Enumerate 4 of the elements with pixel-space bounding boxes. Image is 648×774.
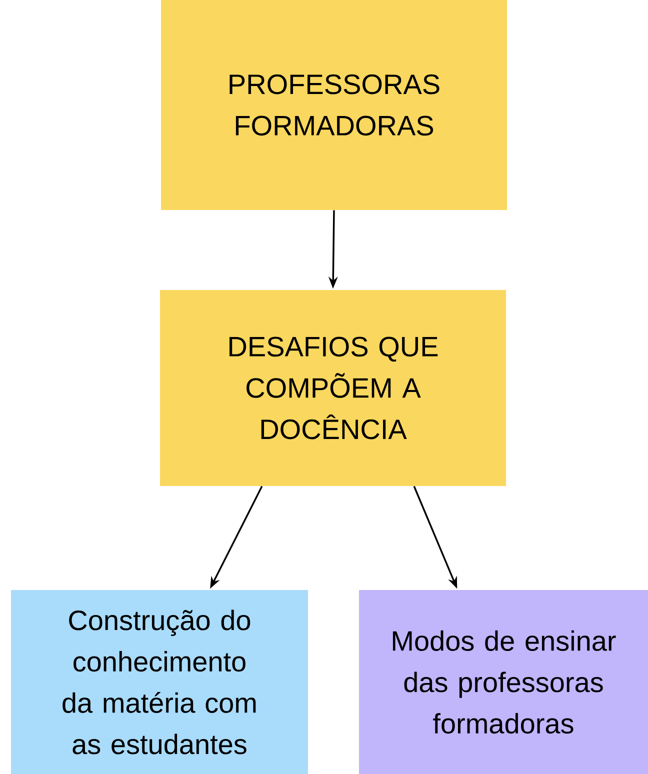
concept-box: Modos de ensinar das professoras formadoras [359,590,648,774]
concept-box: Construção do conhecimento da matéria com as estudantes [11,590,308,774]
concept-box: DESAFIOS QUE COMPÕEM A DOCÊNCIA [160,290,506,486]
concept-box: PROFESSORAS FORMADORAS [161,0,507,210]
